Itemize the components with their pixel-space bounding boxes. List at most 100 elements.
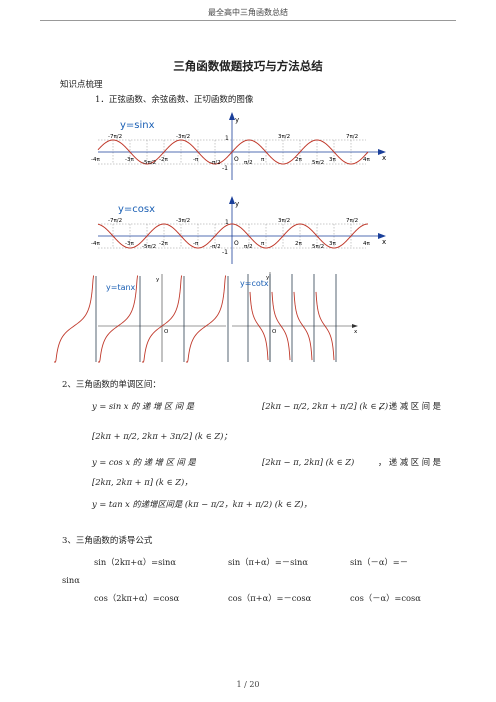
tick-label: 4π <box>363 241 370 247</box>
cos-decrease-interval: [2kπ, 2kπ + π] (k ∈ Z)， <box>92 477 193 487</box>
tick-label: π/2 <box>244 160 253 166</box>
tick-label: -2π <box>159 241 168 247</box>
tick-label: π <box>261 241 265 247</box>
tick-label: -π <box>193 157 199 163</box>
sine-curve <box>97 139 369 165</box>
tick-label: -5π/2 <box>142 160 156 166</box>
sin-decrease-interval: [2kπ + π/2, 2kπ + 3π/2] (k ∈ Z)； <box>92 431 232 441</box>
item-3-heading: 3、三角函数的诱导公式 <box>62 536 153 546</box>
sine-function-label: y=sinx <box>120 120 155 131</box>
cotangent-y-label: y <box>266 275 270 281</box>
cotangent-x-arrow <box>352 324 358 328</box>
tick-label: -7π/2 <box>108 134 122 140</box>
tick-label: -3π/2 <box>176 134 190 140</box>
tangent-curves <box>54 275 226 363</box>
cosine-x-arrow <box>378 233 386 239</box>
tick-label: π/2 <box>244 244 253 250</box>
formula-sin-pi-plus: sin（π+α）=－sinα <box>228 557 308 567</box>
formula-cos-pi-plus: cos（π+α）=－cosα <box>228 593 312 603</box>
cosine-y-label: y <box>235 200 239 208</box>
cosine-function-label: y=cosx <box>118 204 155 215</box>
tick-label: -3π <box>125 241 134 247</box>
tick-label: -π/2 <box>210 160 221 166</box>
tangent-branch <box>142 275 182 363</box>
cotangent-branch <box>315 291 335 361</box>
tangent-graph: y=tanx y O <box>54 274 229 363</box>
tick-label: 7π/2 <box>346 134 358 140</box>
section-heading: 知识点梳理 <box>60 80 103 90</box>
cotangent-branch <box>249 291 269 361</box>
tick-label: 3π/2 <box>278 218 290 224</box>
cotangent-function-label: y=cotx <box>240 279 269 288</box>
tangent-branch <box>186 275 226 363</box>
tick-label: 5π/2 <box>312 160 324 166</box>
cosine-origin: O <box>234 240 239 247</box>
sine-one-label: 1 <box>225 135 229 142</box>
tick-label: -4π <box>91 241 100 247</box>
tick-label: -2π <box>159 157 168 163</box>
formula-sin-neg-cont: sinα <box>62 575 80 585</box>
tick-label: 3π/2 <box>278 134 290 140</box>
page-number: 1 / 20 <box>236 680 260 689</box>
tangent-y-label: y <box>156 277 160 283</box>
cosine-tick-labels: -4π -7π/2 -3π -5π/2-2π -3π/2 -π -π/2 π/2 π 3π/2 2π… <box>91 218 370 250</box>
sin-increase-interval: [2kπ − π/2, 2kπ + π/2] (k ∈ Z) <box>262 401 389 411</box>
tangent-function-label: y=tanx <box>106 283 136 292</box>
formula-cos-neg: cos（－α）=cosα <box>350 593 421 603</box>
tick-label: 2π <box>295 157 302 163</box>
tangent-branch <box>54 275 94 363</box>
item-1-heading: 1．正弦函数、余弦函数、正切函数的图像 <box>95 95 254 105</box>
cotangent-x-label: x <box>354 329 358 335</box>
tick-label: 4π <box>363 157 370 163</box>
cotangent-branch <box>293 291 313 361</box>
cotangent-origin: O <box>272 329 277 335</box>
tick-label: 3π <box>329 157 336 163</box>
formula-cos-2kpi: cos（2kπ+α）=cosα <box>94 593 180 603</box>
tangent-branch <box>98 275 138 363</box>
sine-neg-one-label: -1 <box>222 165 228 172</box>
tick-label: -3π <box>125 157 134 163</box>
header-divider <box>40 20 456 21</box>
sin-decrease-text: ， 递 减 区 间 是 <box>378 401 441 411</box>
tick-label: -4π <box>91 157 100 163</box>
tick-label: -3π/2 <box>176 218 190 224</box>
tick-label: 2π <box>295 241 302 247</box>
cosine-curve <box>97 223 369 249</box>
formula-sin-neg: sin（－α）=－ <box>350 557 408 567</box>
formula-sin-2kpi: sin（2kπ+α）=sinα <box>94 557 176 567</box>
cosine-y-arrow <box>229 196 235 204</box>
cotangent-graph: y=cotx y O x <box>232 272 358 362</box>
cosine-neg-one-label: -1 <box>222 249 228 256</box>
tick-label: 7π/2 <box>346 218 358 224</box>
cotangent-curves <box>249 291 335 361</box>
sine-y-arrow <box>229 112 235 120</box>
tick-label: -π <box>193 241 199 247</box>
cosine-x-label: x <box>382 238 386 246</box>
sine-x-arrow <box>378 149 386 155</box>
sine-tick-labels: -4π -7π/2 -3π -5π/2-2π -3π/2 -π -π/2 π/2 π 3π/2 2π… <box>91 134 370 166</box>
cotangent-branch <box>271 291 291 361</box>
tick-label: -7π/2 <box>108 218 122 224</box>
sine-x-label: x <box>382 154 386 162</box>
sine-y-label: y <box>235 116 239 124</box>
cotangent-asymptotes <box>247 274 337 362</box>
document-title: 三角函数做题技巧与方法总结 <box>173 59 323 73</box>
tan-increase-line: y = tan x 的递增区间是 (kπ − π/2，kπ + π/2) (k … <box>92 499 312 509</box>
item-2-heading: 2、三角函数的单调区间： <box>62 380 161 390</box>
cos-decrease-text: ， 递 减 区 间 是 <box>378 457 441 467</box>
tangent-origin: O <box>164 329 169 335</box>
cos-increase-text: y = cos x 的 递 增 区 间 是 <box>92 457 196 467</box>
cosine-one-label: 1 <box>225 219 229 226</box>
page-header: 最全高中三角函数总结 <box>208 8 288 17</box>
cos-increase-interval: [2kπ − π, 2kπ] (k ∈ Z) <box>262 457 355 467</box>
tick-label: -π/2 <box>210 244 221 250</box>
tick-label: -5π/2 <box>142 244 156 250</box>
tick-label: 3π <box>329 241 336 247</box>
tangent-asymptotes <box>95 276 229 362</box>
cosine-graph: y=cosx y x O 1 -1 -4π -7π/2 -3π -5π/2-2π -3π… <box>91 196 386 264</box>
sine-origin: O <box>234 156 239 163</box>
tick-label: π <box>261 157 265 163</box>
sine-graph: y=sinx y x O 1 -1 -4π -7π/2 -3π -5π/2-2π -3π… <box>91 112 386 180</box>
sin-increase-text: y = sin x 的 递 增 区 间 是 <box>92 401 195 411</box>
tick-label: 5π/2 <box>312 244 324 250</box>
